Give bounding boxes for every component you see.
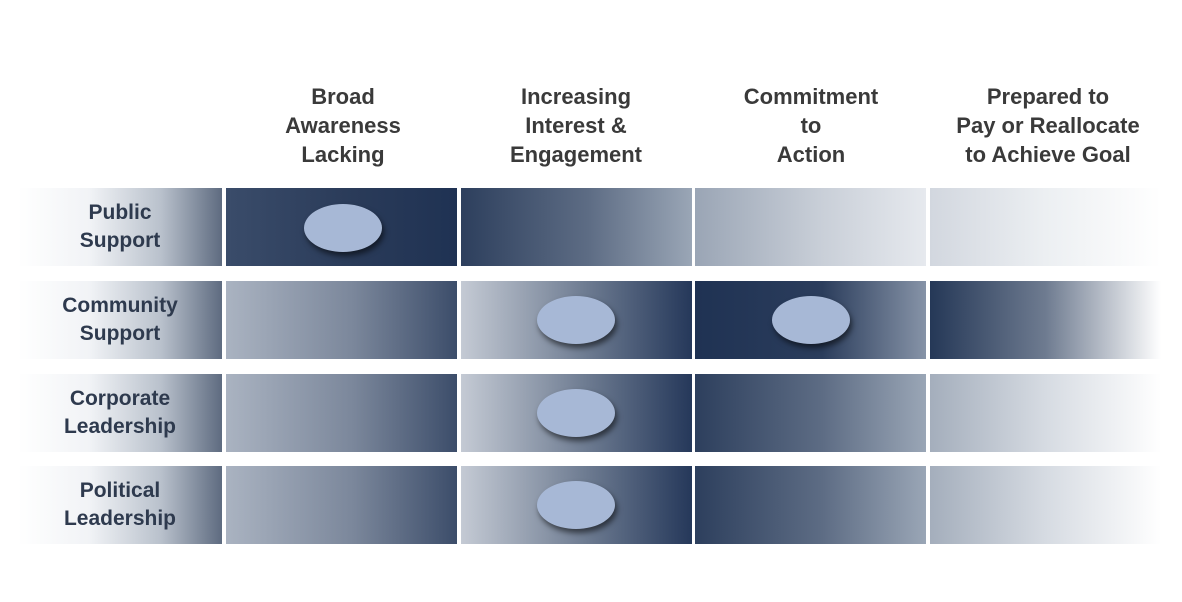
cell-public-interest (461, 188, 692, 266)
cell-corporate-awareness (226, 374, 457, 452)
row-label-political-leadership: Political Leadership (18, 466, 222, 544)
stage-marker-community-interest (537, 296, 615, 344)
stage-marker-community-commitment (772, 296, 850, 344)
cell-political-commitment (695, 466, 926, 544)
row-label-public-support: Public Support (18, 188, 222, 266)
row-label-corporate-leadership: Corporate Leadership (18, 374, 222, 452)
cell-community-awareness (226, 281, 457, 359)
cell-community-prepared (930, 281, 1161, 359)
stage-marker-political-interest (537, 481, 615, 529)
column-header-broad-awareness: Broad Awareness Lacking (285, 84, 401, 167)
column-header-prepared-to-pay: Prepared to Pay or Reallocate to Achieve… (956, 84, 1140, 167)
column-header-increasing-interest: Increasing Interest & Engagement (509, 84, 643, 167)
row-label-community-support: Community Support (18, 281, 222, 359)
stage-marker-public-awareness (304, 204, 382, 252)
cell-political-awareness (226, 466, 457, 544)
cell-political-prepared (930, 466, 1161, 544)
column-header-commitment: Commitment to Action (743, 84, 879, 167)
stage-marker-corporate-interest (537, 389, 615, 437)
cell-corporate-prepared (930, 374, 1161, 452)
cell-corporate-commitment (695, 374, 926, 452)
cell-public-prepared (930, 188, 1161, 266)
cell-public-commitment (695, 188, 926, 266)
